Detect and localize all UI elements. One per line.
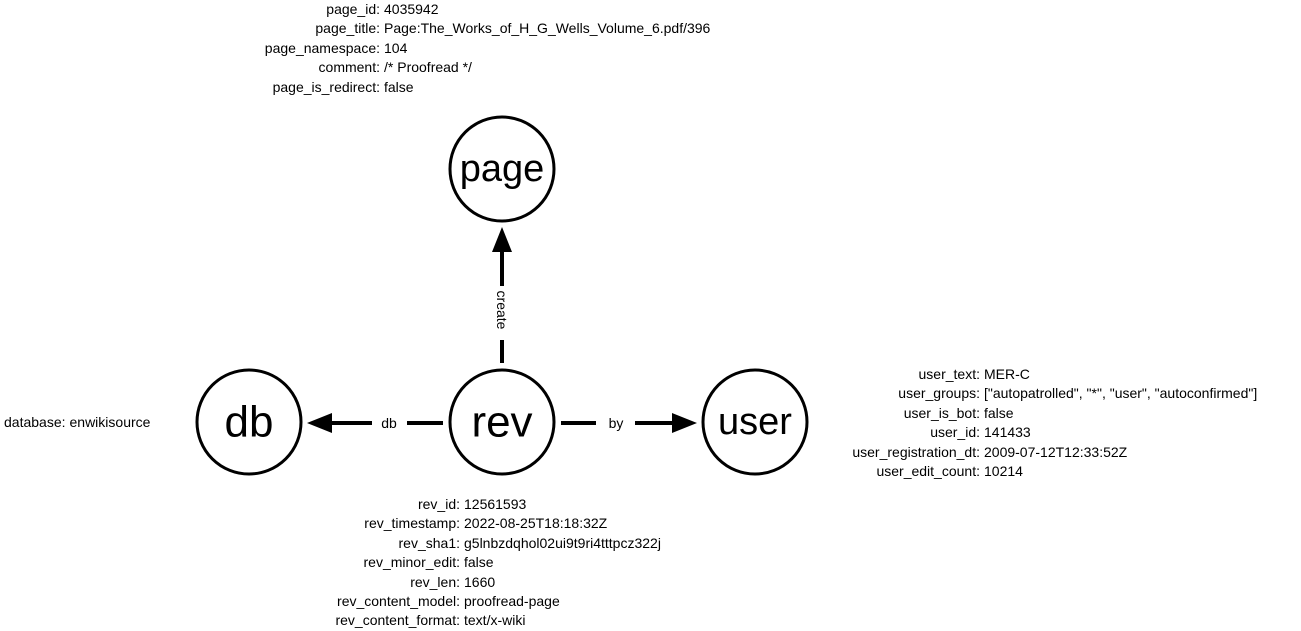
attr-key: user_registration_dt: <box>852 443 980 460</box>
attr-key: rev_timestamp: <box>364 515 460 532</box>
attr-row: page_title:Page:The_Works_of_H_G_Wells_V… <box>180 19 710 38</box>
attr-row: user_is_bot:false <box>780 404 1257 423</box>
attr-key: page_is_redirect: <box>272 78 380 95</box>
attr-row: rev_minor_edit:false <box>260 553 661 572</box>
attr-value: 10214 <box>984 463 1023 480</box>
attr-value: false <box>464 554 494 571</box>
attr-key: rev_id: <box>417 496 460 512</box>
attr-key: user_text: <box>918 366 980 382</box>
node-db-label: db <box>225 398 274 447</box>
attr-key: user_id: <box>930 424 980 441</box>
attr-key: user_is_bot: <box>903 404 980 421</box>
edge-by-label: by <box>609 415 624 431</box>
attr-row: user_groups:["autopatrolled", "*", "user… <box>780 384 1257 403</box>
attr-value: g5lnbzdqhol02ui9t9ri4tttpcz322j <box>464 534 661 551</box>
arrow-right-icon <box>672 413 697 433</box>
attr-row: page_namespace:104 <box>180 39 710 58</box>
node-user: user <box>701 368 809 476</box>
attr-key: rev_minor_edit: <box>363 554 461 571</box>
attr-row: rev_content_format:text/x-wiki <box>260 611 661 630</box>
page-attributes: page_id:4035942 page_title:Page:The_Work… <box>180 0 711 97</box>
attr-row: comment:/* Proofread */ <box>180 58 710 77</box>
attr-value: /* Proofread */ <box>384 59 472 76</box>
arrow-up-icon <box>492 227 512 252</box>
attr-row: rev_timestamp:2022-08-25T18:18:32Z <box>260 514 661 533</box>
node-page-label: page <box>460 148 545 190</box>
attr-key: comment: <box>318 59 380 76</box>
node-db: db <box>195 368 303 476</box>
attr-row: user_text:MER-C <box>780 365 1257 384</box>
attr-value: Page:The_Works_of_H_G_Wells_Volume_6.pdf… <box>384 20 711 37</box>
attr-value: false <box>984 404 1014 421</box>
edge-create: create <box>492 227 512 363</box>
attr-key: database: <box>4 414 66 430</box>
attr-value: 4035942 <box>384 1 439 17</box>
arrow-left-icon <box>307 413 332 433</box>
attr-value: enwikisource <box>69 414 151 430</box>
attr-value: MER-C <box>984 366 1030 382</box>
edge-create-label: create <box>494 291 510 330</box>
attr-value: text/x-wiki <box>464 612 526 629</box>
edge-by: by <box>561 413 697 433</box>
attr-key: page_namespace: <box>264 39 380 56</box>
attr-row: page_is_redirect:false <box>180 78 710 97</box>
attr-row: user_registration_dt:2009-07-12T12:33:52… <box>780 443 1257 462</box>
attr-row: database:enwikisource <box>4 413 150 432</box>
edge-db-label: db <box>381 415 397 431</box>
node-rev: rev <box>448 368 556 476</box>
attr-key: page_id: <box>326 1 380 17</box>
attr-row: page_id:4035942 <box>180 0 710 19</box>
node-page: page <box>448 115 556 223</box>
db-attributes: database:enwikisource <box>4 413 150 432</box>
attr-value: 1660 <box>464 573 496 590</box>
attr-key: user_edit_count: <box>876 463 980 480</box>
attr-row: rev_sha1:g5lnbzdqhol02ui9t9ri4tttpcz322j <box>260 534 661 553</box>
attr-row: rev_content_model:proofread-page <box>260 592 661 611</box>
attr-row: user_id:141433 <box>780 423 1257 442</box>
attr-value: 141433 <box>984 424 1031 441</box>
attr-value: 2009-07-12T12:33:52Z <box>984 443 1128 460</box>
attr-key: user_groups: <box>898 385 980 402</box>
user-attributes: user_text:MER-C user_groups:["autopatrol… <box>780 365 1257 481</box>
rev-attributes: rev_id:12561593 rev_timestamp:2022-08-25… <box>260 495 661 631</box>
attr-row: rev_len:1660 <box>260 573 661 592</box>
attr-value: false <box>384 78 414 95</box>
attr-value: 104 <box>384 39 408 56</box>
attr-value: proofread-page <box>464 593 560 610</box>
node-user-label: user <box>718 401 792 443</box>
attr-key: rev_len: <box>410 573 460 590</box>
attr-key: rev_content_model: <box>337 593 460 610</box>
attr-key: rev_content_format: <box>335 612 460 629</box>
attr-key: page_title: <box>315 20 380 37</box>
attr-value: 2022-08-25T18:18:32Z <box>464 515 608 532</box>
edge-db: db <box>307 413 443 433</box>
attr-row: rev_id:12561593 <box>260 495 661 514</box>
attr-key: rev_sha1: <box>398 534 460 551</box>
attr-row: user_edit_count:10214 <box>780 462 1257 481</box>
attr-value: ["autopatrolled", "*", "user", "autoconf… <box>984 385 1258 402</box>
attr-value: 12561593 <box>464 496 527 512</box>
node-rev-label: rev <box>471 398 532 447</box>
